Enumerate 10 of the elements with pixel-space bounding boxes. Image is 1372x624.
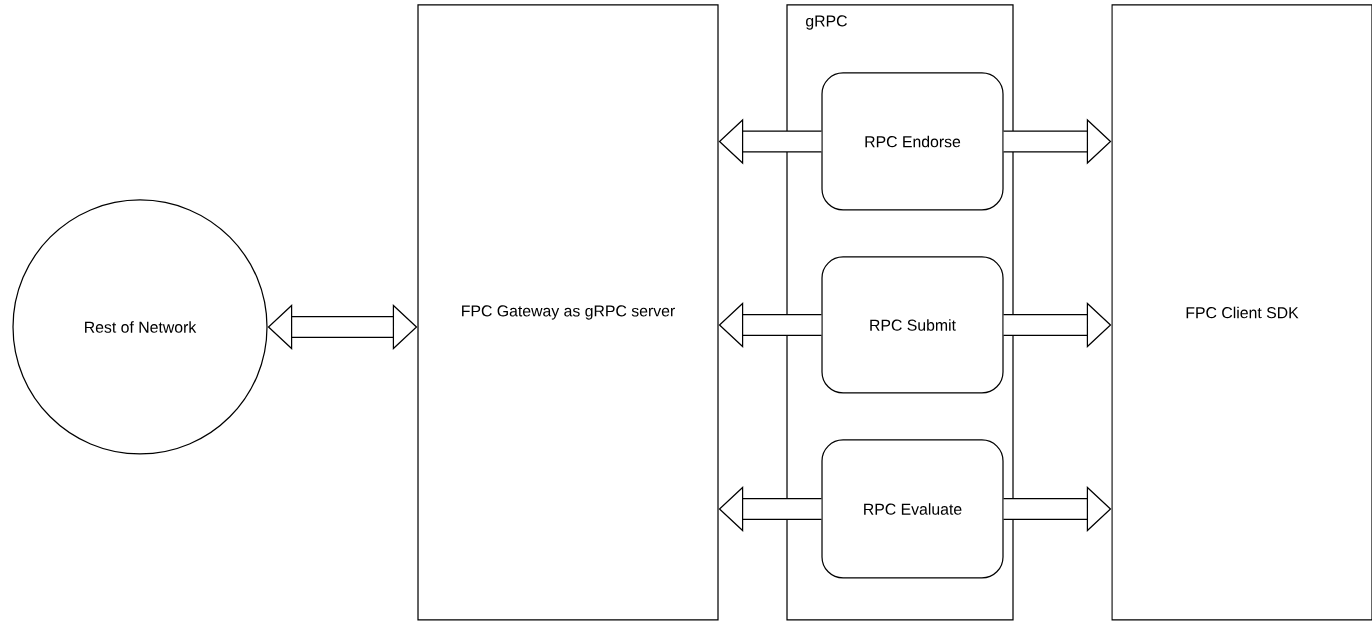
block-arrow (718, 302, 822, 348)
block-arrow (1003, 486, 1112, 532)
rpc-box: RPC Submit (821, 256, 1004, 394)
block-arrow (1003, 302, 1112, 348)
block-arrow (267, 304, 418, 350)
component-box: FPC Client SDK (1111, 4, 1372, 621)
block-arrow (718, 486, 822, 532)
component-box: FPC Gateway as gRPC server (417, 4, 719, 621)
rpc-box: RPC Evaluate (821, 439, 1004, 579)
rpc-box: RPC Endorse (821, 72, 1004, 211)
